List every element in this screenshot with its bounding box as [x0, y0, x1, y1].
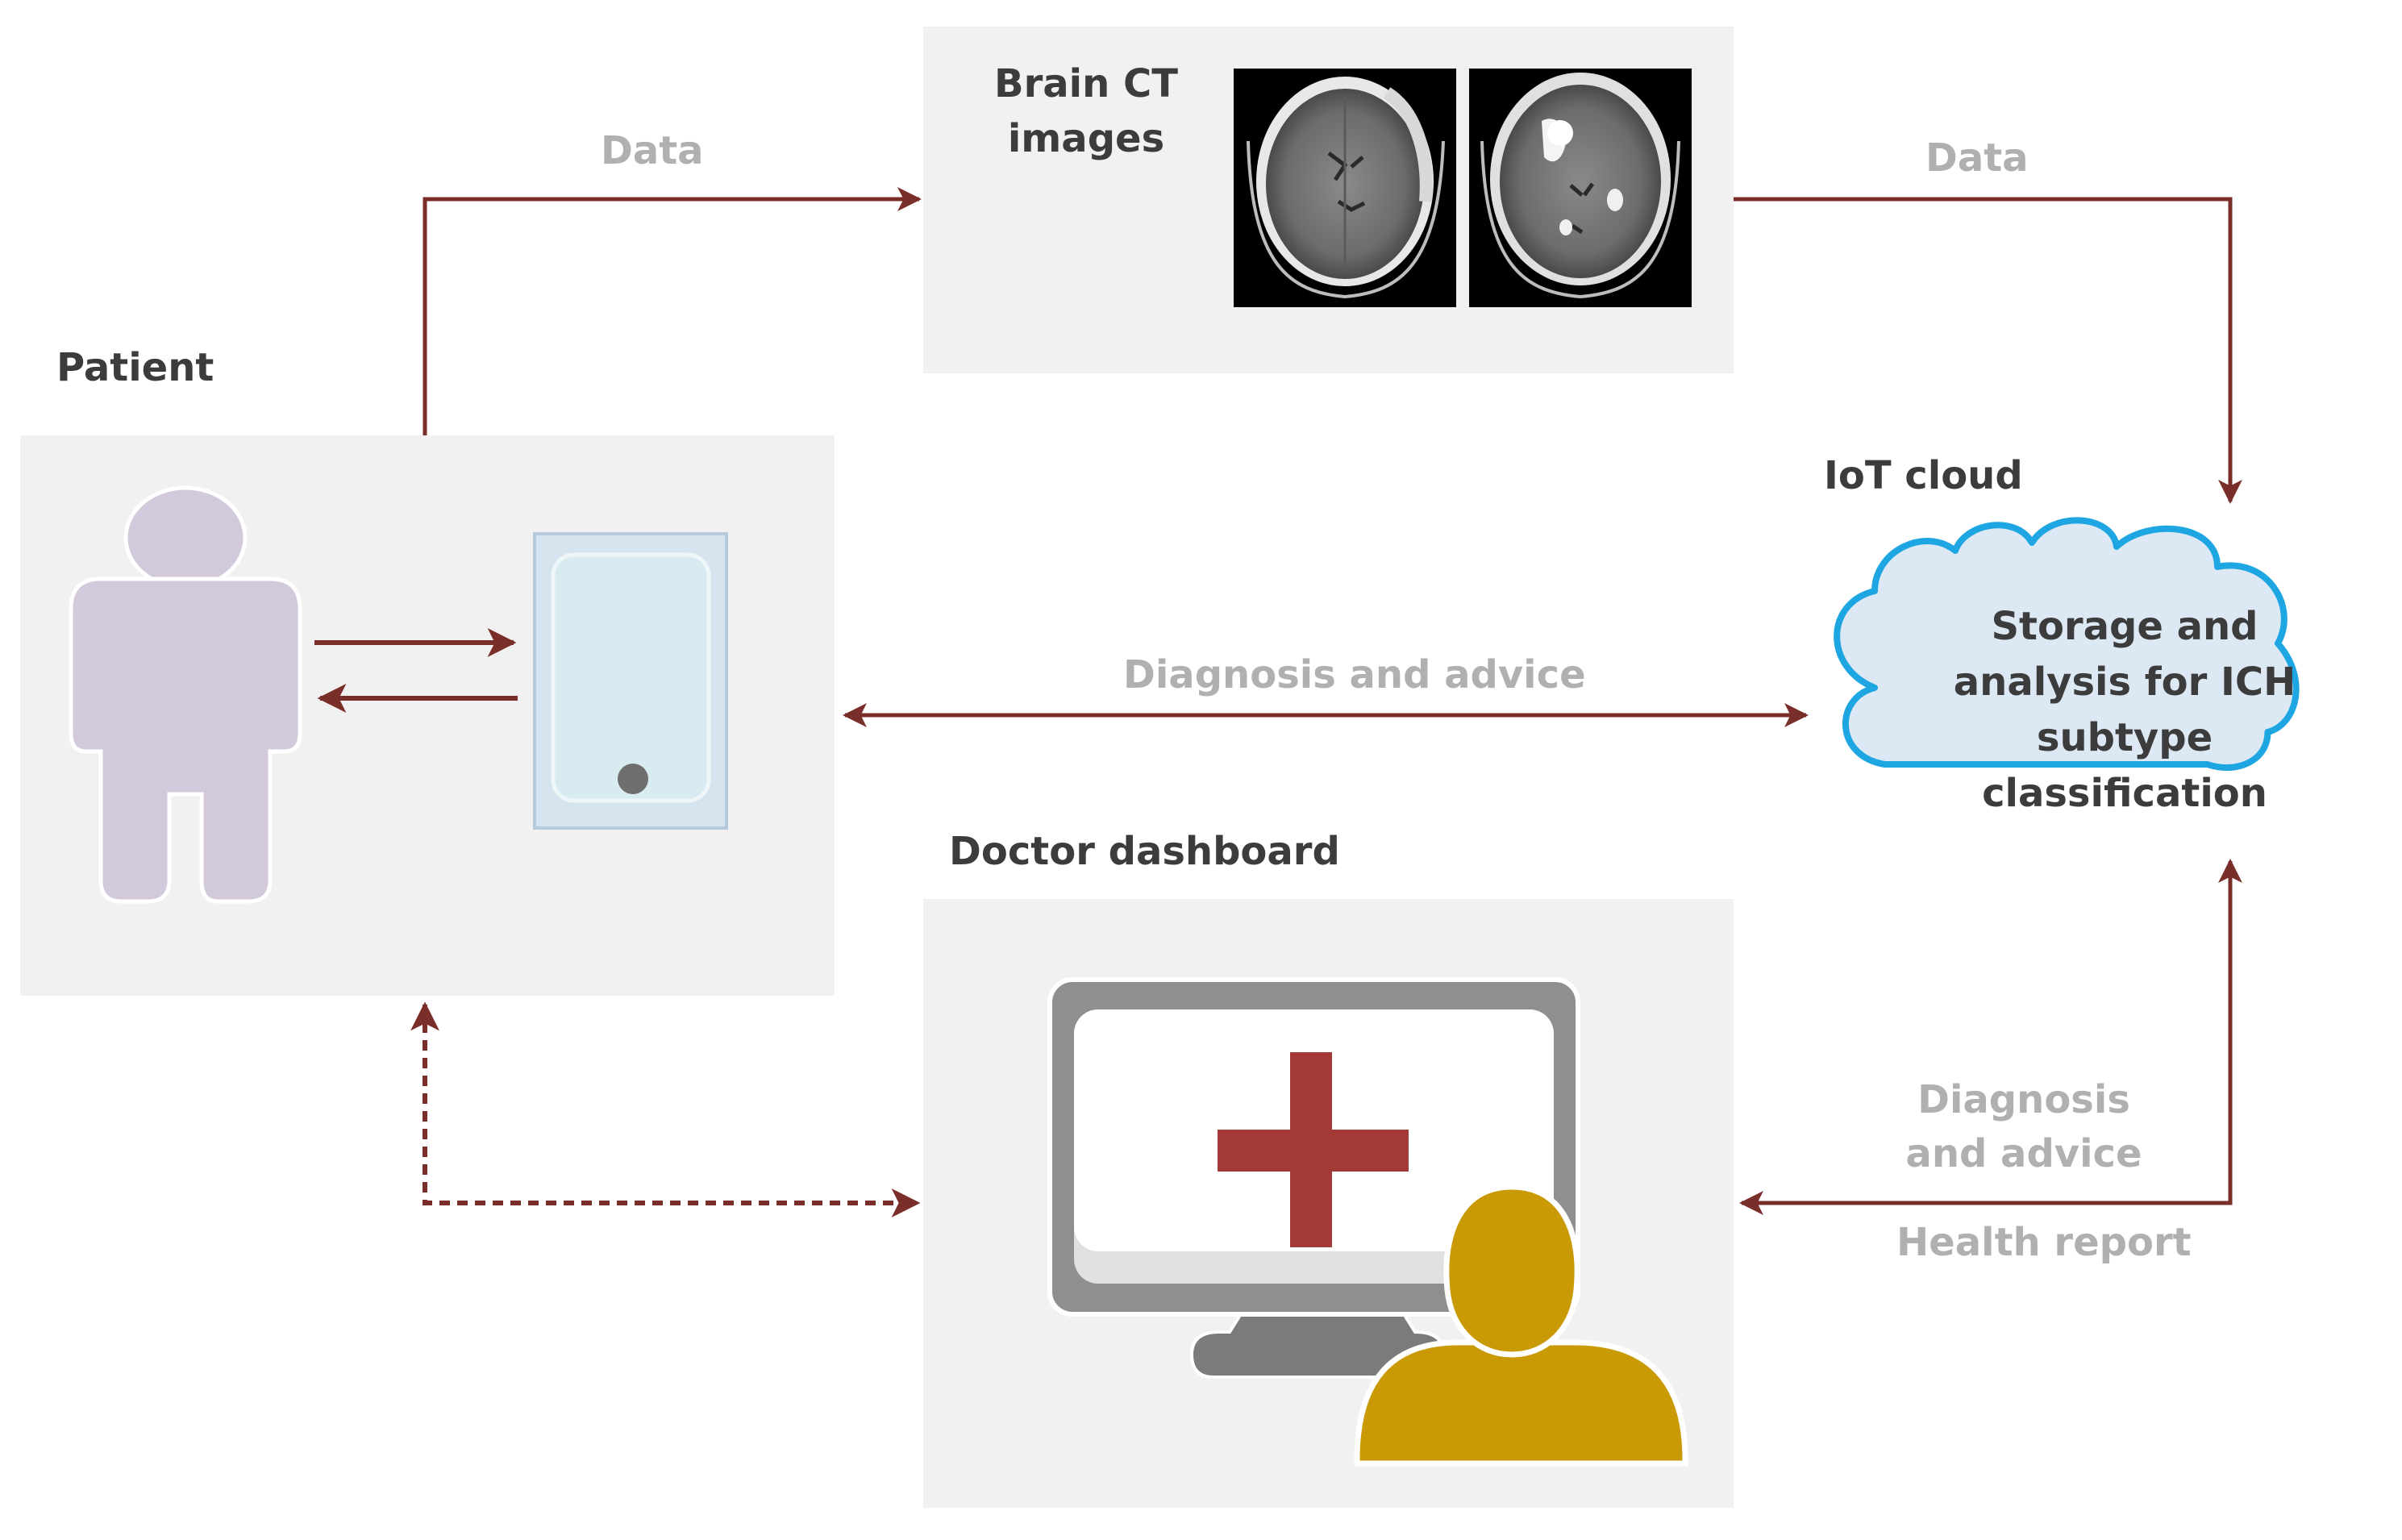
doctor-avatar-icon [1354, 1184, 1688, 1467]
doctor-cloud-arrow [1739, 859, 2242, 1215]
cloud-text-line2: analysis for ICH [1953, 660, 2296, 705]
medical-cross-icon [1218, 1052, 1409, 1247]
patient-doctor-dashed-arrow [410, 1001, 921, 1217]
patient-title: Patient [56, 345, 214, 390]
cloud-text-line3: subtype [2036, 715, 2213, 760]
brain-ct-title-line1: Brain CT [994, 61, 1178, 106]
tablet-icon [533, 532, 728, 830]
cloud-text-line1: Storage and [1991, 604, 2258, 649]
cloud-icon [1834, 517, 2300, 771]
cloud-text-line4: classification [1982, 771, 2267, 816]
patient-to-ct-label: Data [601, 128, 704, 173]
cloud-patient-label: Diagnosis and advice [1123, 652, 1586, 697]
cloud-doctor-label-line2: and advice [1905, 1131, 2142, 1176]
ct-to-cloud-arrow [1734, 197, 2242, 504]
ct-scan-image-1 [1234, 69, 1456, 307]
doctor-to-cloud-label: Health report [1896, 1220, 2192, 1265]
iot-cloud-title: IoT cloud [1824, 453, 2023, 498]
cloud-doctor-label-line1: Diagnosis [1917, 1077, 2130, 1122]
patient-to-ct-arrow [423, 187, 922, 435]
brain-ct-title-line2: images [1007, 116, 1165, 161]
ct-scan-image-2 [1469, 69, 1692, 307]
person-icon [69, 485, 302, 904]
ct-to-cloud-label: Data [1925, 135, 2029, 181]
doctor-dashboard-title: Doctor dashboard [949, 829, 1340, 874]
